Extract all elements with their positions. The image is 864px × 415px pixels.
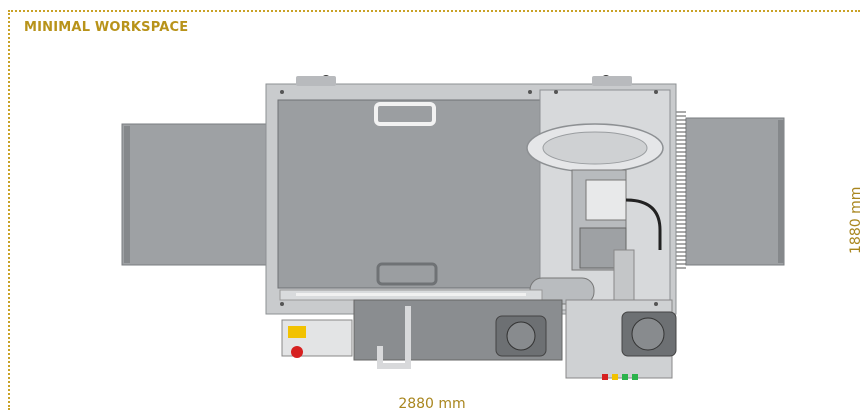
dotted-border-top [8,10,860,12]
main-lid [277,99,541,289]
heat-fins [676,111,686,269]
left-conveyor [121,123,268,266]
page-title: MINIMAL WORKSPACE [24,20,189,35]
width-dimension-label: 2880 mm [398,396,466,412]
height-dimension-label: 1880 mm [848,186,864,254]
dotted-border-left [8,10,10,410]
right-conveyor [685,117,785,266]
